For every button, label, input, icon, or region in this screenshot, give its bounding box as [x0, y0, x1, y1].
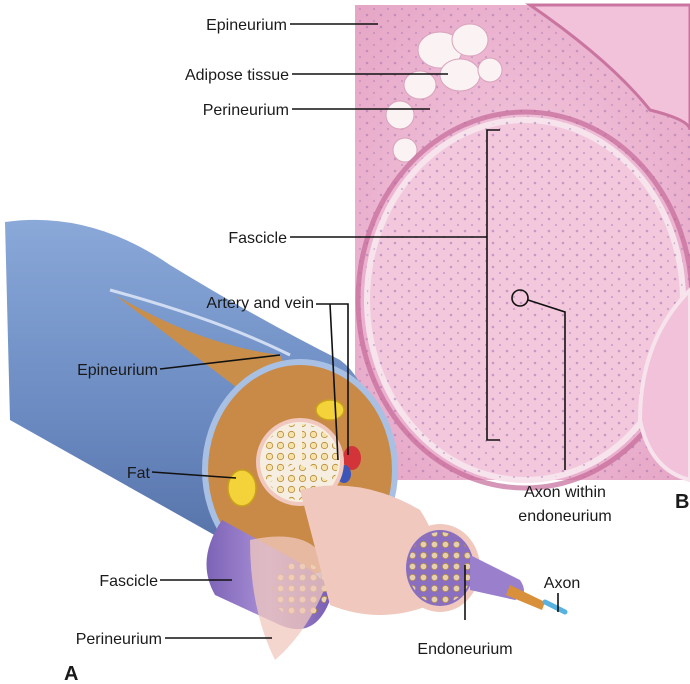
label-endoneurium-a: Endoneurium	[417, 641, 512, 658]
label-artery-vein: Artery and vein	[206, 295, 314, 312]
label-fat: Fat	[127, 465, 151, 482]
label-endoneurium-b: endoneurium	[518, 508, 611, 525]
panel-letter-b: B	[675, 491, 689, 513]
label-epineurium-a: Epineurium	[77, 362, 158, 379]
label-fascicle-b: Fascicle	[228, 230, 287, 247]
label-axon-within: Axon within	[524, 484, 606, 501]
panel-letter-a: A	[64, 663, 78, 684]
label-adipose-tissue: Adipose tissue	[185, 67, 289, 84]
fat-globule	[316, 400, 344, 420]
label-axon: Axon	[544, 575, 580, 592]
label-perineurium-b: Perineurium	[203, 102, 289, 119]
label-perineurium-a: Perineurium	[76, 631, 162, 648]
label-epineurium-b: Epineurium	[206, 17, 287, 34]
label-fascicle-a: Fascicle	[99, 573, 158, 590]
fat-globule	[228, 470, 256, 506]
histology-micrograph	[355, 5, 690, 488]
